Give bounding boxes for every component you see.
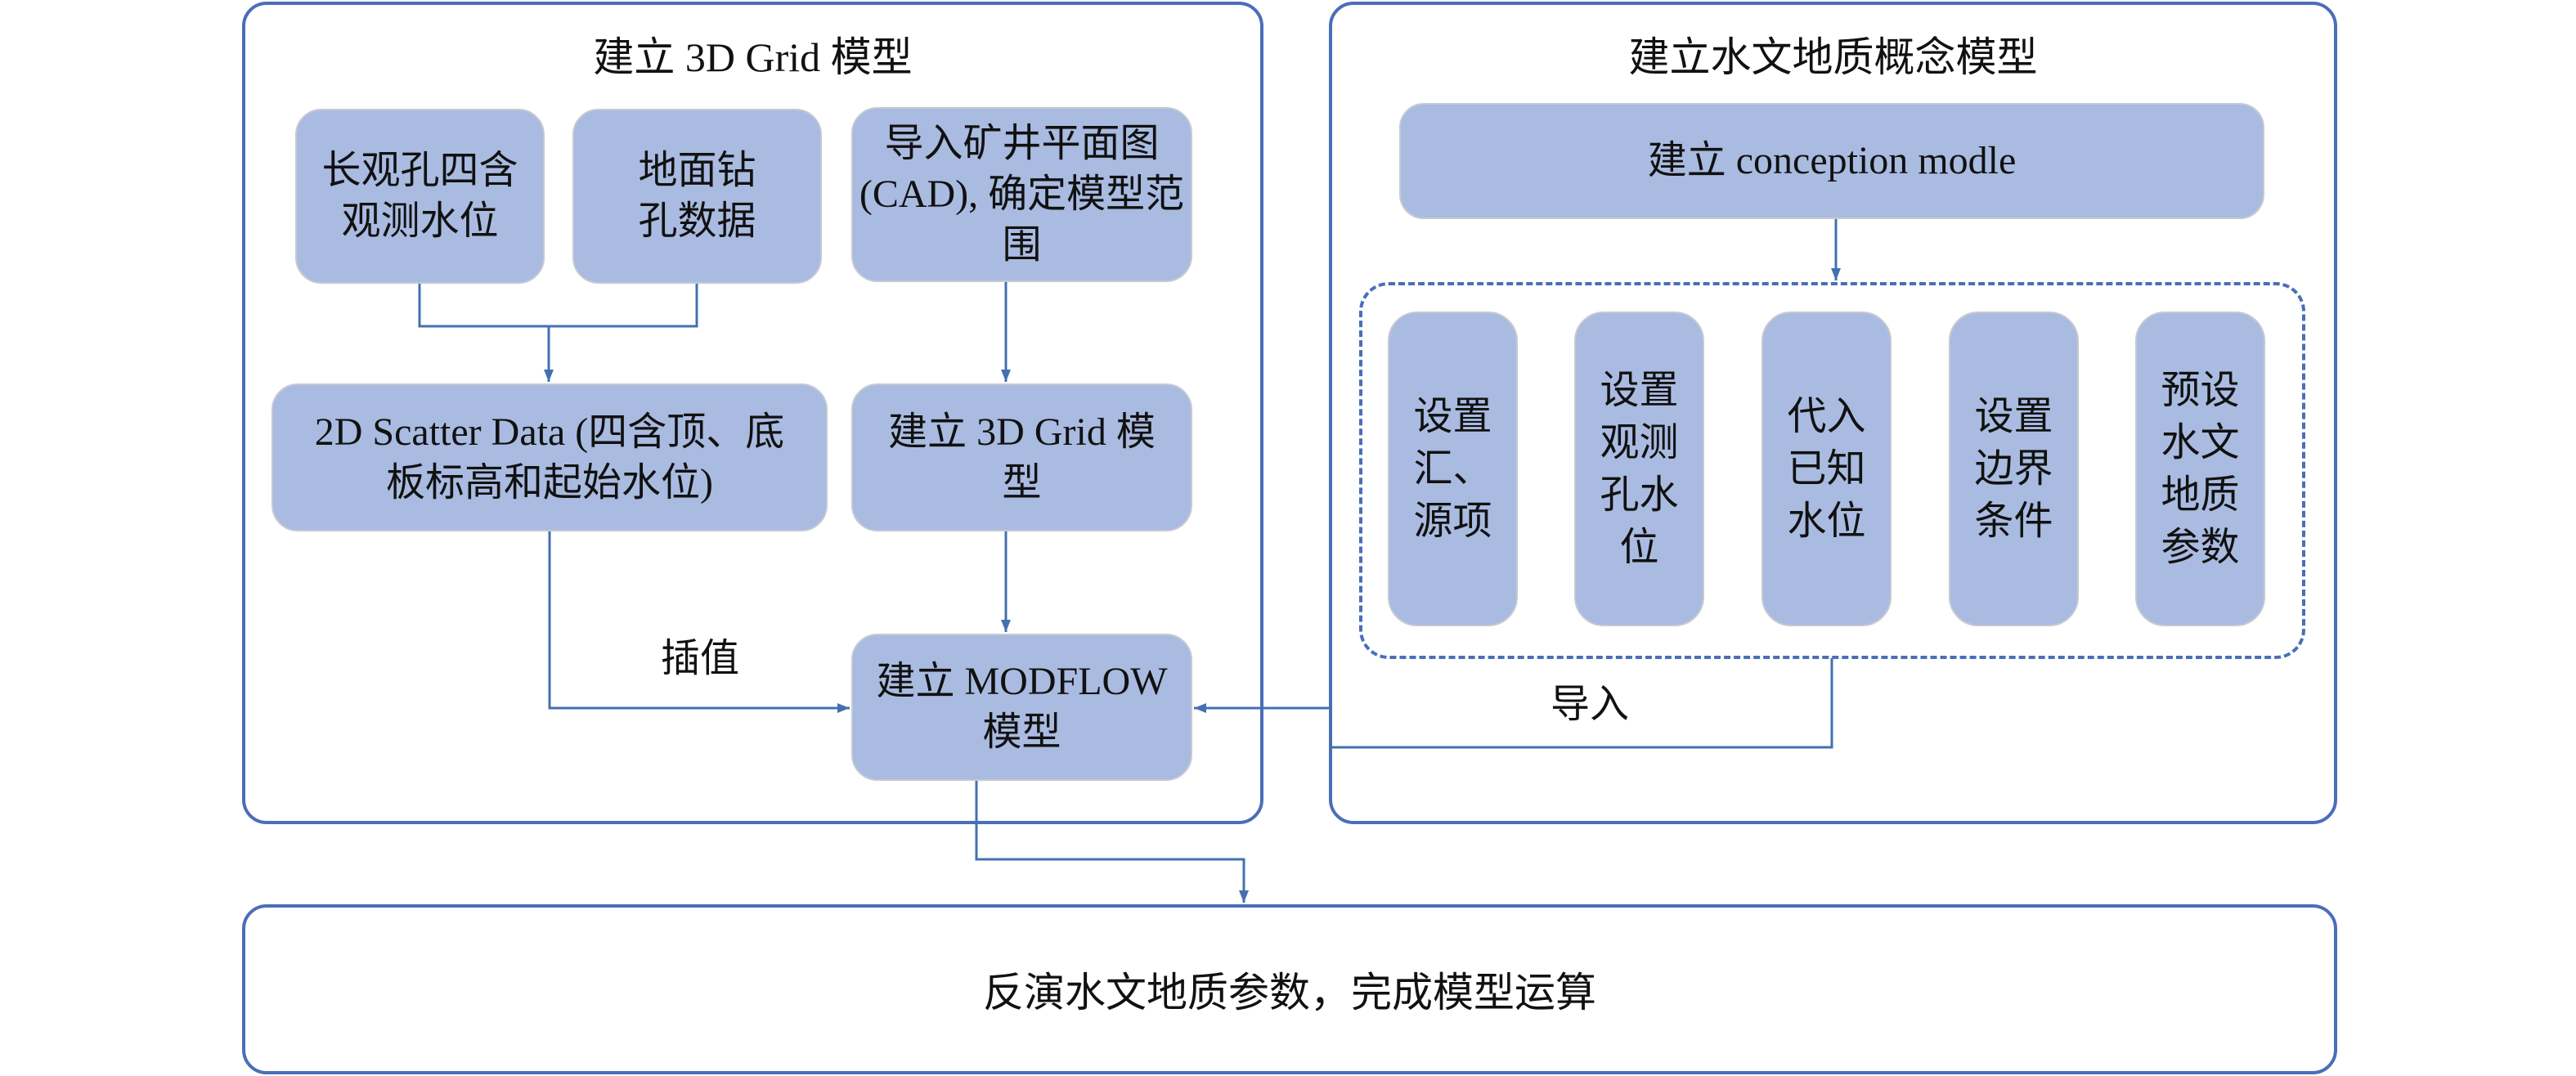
box-set-sink-source[interactable]: 设置汇、源项 xyxy=(1388,312,1518,626)
box-conception-model[interactable]: 建立 conception modle xyxy=(1399,103,2264,219)
box-import-cad-label: 导入矿井平面图(CAD), 确定模型范围 xyxy=(859,122,1185,267)
box-scatter-data-label: 2D Scatter Data (四含顶、底板标高和起始水位) xyxy=(314,410,785,504)
box-boundary-conditions[interactable]: 设置边界条件 xyxy=(1949,312,2079,626)
panel-title-conceptual: 建立水文地质概念模型 xyxy=(1628,34,2038,80)
box-known-head[interactable]: 代入已知水位 xyxy=(1761,312,1892,626)
box-set-observation-head-label: 设置观测孔水位 xyxy=(1600,368,1679,569)
box-import-cad[interactable]: 导入矿井平面图(CAD), 确定模型范围 xyxy=(851,107,1192,282)
box-conception-model-label: 建立 conception modle xyxy=(1647,139,2017,182)
box-preset-parameters-label: 预设水文地质参数 xyxy=(2161,368,2240,569)
dashed-group-model-settings xyxy=(1359,282,2305,659)
box-known-head-label: 代入已知水位 xyxy=(1787,394,1866,543)
box-build-modflow[interactable]: 建立 MODFLOW 模型 xyxy=(851,634,1192,781)
box-set-observation-head[interactable]: 设置观测孔水位 xyxy=(1574,312,1704,626)
box-preset-parameters[interactable]: 预设水文地质参数 xyxy=(2135,312,2265,626)
box-observation-wells[interactable]: 长观孔四含观测水位 xyxy=(295,109,545,284)
box-surface-boreholes-label: 地面钻孔数据 xyxy=(638,149,756,243)
panel-inversion: 反演水文地质参数，完成模型运算 xyxy=(242,904,2337,1074)
box-observation-wells-label: 长观孔四含观测水位 xyxy=(321,149,518,243)
import-label: 导入 xyxy=(1550,683,1630,726)
box-build-modflow-label: 建立 MODFLOW 模型 xyxy=(876,660,1168,754)
inversion-text: 反演水文地质参数，完成模型运算 xyxy=(983,970,1596,1015)
box-scatter-data[interactable]: 2D Scatter Data (四含顶、底板标高和起始水位) xyxy=(272,383,828,531)
panel-title-3d-grid: 建立 3D Grid 模型 xyxy=(593,34,913,80)
box-boundary-conditions-label: 设置边界条件 xyxy=(1974,394,2053,543)
box-build-3d-grid[interactable]: 建立 3D Grid 模型 xyxy=(851,383,1192,531)
interpolation-label: 插值 xyxy=(660,637,740,680)
box-set-sink-source-label: 设置汇、源项 xyxy=(1413,394,1492,543)
box-surface-boreholes[interactable]: 地面钻孔数据 xyxy=(572,109,822,284)
box-build-3d-grid-label: 建立 3D Grid 模型 xyxy=(888,410,1156,504)
